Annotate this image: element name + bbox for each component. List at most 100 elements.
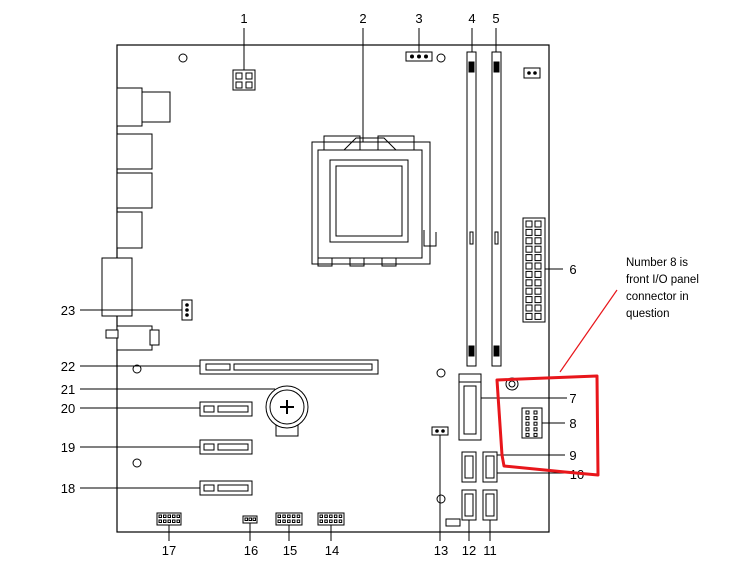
pin — [291, 519, 296, 523]
annotation-line: connector in — [626, 291, 689, 303]
callout-17: 17 — [162, 543, 176, 558]
pin — [525, 416, 530, 421]
annotation-line: front I/O panel — [626, 274, 699, 286]
pin — [534, 296, 542, 304]
pin — [176, 519, 180, 523]
pin — [525, 287, 533, 295]
callout-11: 11 — [483, 543, 497, 558]
pcie-x1-slots — [199, 401, 253, 496]
pcie-x16-slot — [199, 359, 379, 375]
callout-21: 21 — [61, 382, 75, 397]
leader-lines — [80, 28, 567, 541]
atx-power-connector — [522, 217, 546, 323]
annotation-line: Number 8 is — [626, 257, 688, 269]
pin — [163, 519, 167, 523]
bottom-headers — [156, 512, 345, 526]
pin — [167, 514, 171, 518]
pin — [534, 237, 542, 245]
fan-header-top — [405, 51, 433, 62]
annotation-line: question — [626, 308, 670, 320]
pin — [534, 279, 542, 287]
mounting-hole — [132, 364, 142, 374]
pin — [534, 304, 542, 312]
pin — [525, 296, 533, 304]
callout-13: 13 — [434, 543, 448, 558]
pin — [525, 237, 533, 245]
pin — [525, 410, 530, 415]
pin — [525, 254, 533, 262]
pin — [296, 514, 301, 518]
callout-2: 2 — [359, 11, 366, 26]
callout-8: 8 — [569, 416, 576, 431]
pin — [324, 514, 328, 518]
pin — [525, 421, 530, 426]
pin — [244, 517, 248, 521]
annotation-note: Number 8 is front I/O panel connector in… — [626, 255, 706, 323]
pin — [324, 519, 328, 523]
callout-22: 22 — [61, 359, 75, 374]
front-panel-header — [521, 407, 543, 439]
callout-16: 16 — [244, 543, 258, 558]
pin — [252, 517, 256, 521]
pin — [172, 519, 176, 523]
pin — [277, 514, 281, 518]
pin — [282, 514, 286, 518]
fan-header-left — [181, 299, 193, 321]
callout-9: 9 — [569, 448, 576, 463]
pin — [319, 519, 323, 523]
callout-labels: 1 2 3 4 5 6 7 8 9 10 11 12 13 14 15 16 1… — [61, 11, 584, 558]
callout-14: 14 — [325, 543, 339, 558]
pointer-line — [559, 289, 618, 373]
pin — [287, 514, 291, 518]
pin — [534, 312, 542, 320]
pin — [338, 514, 343, 518]
callout-20: 20 — [61, 401, 75, 416]
callout-23: 23 — [61, 303, 75, 318]
pin — [172, 514, 176, 518]
pin — [329, 519, 333, 523]
pin — [525, 245, 533, 253]
pin — [534, 254, 542, 262]
sata-connectors — [461, 451, 498, 521]
memory-slots — [466, 51, 502, 367]
cmos-battery — [265, 385, 309, 437]
pin — [333, 519, 338, 523]
pin — [533, 427, 538, 432]
pin — [534, 220, 542, 228]
pin — [534, 262, 542, 270]
cpu-socket — [311, 135, 437, 267]
callout-3: 3 — [415, 11, 422, 26]
rear-io-ports — [101, 87, 171, 351]
pin — [319, 514, 323, 518]
pin — [282, 519, 286, 523]
mounting-hole — [436, 368, 446, 378]
mounting-hole — [132, 458, 142, 468]
pin — [533, 410, 538, 415]
pin — [533, 416, 538, 421]
pin — [525, 228, 533, 236]
pin — [338, 519, 343, 523]
mini-card-slot — [458, 373, 482, 441]
pin — [525, 432, 530, 437]
callout-1: 1 — [240, 11, 247, 26]
motherboard-outline — [116, 44, 550, 533]
pin — [533, 421, 538, 426]
pin — [525, 312, 533, 320]
pin — [534, 270, 542, 278]
pin — [158, 514, 162, 518]
pin — [248, 517, 252, 521]
pin — [291, 514, 296, 518]
pin — [333, 514, 338, 518]
pin — [296, 519, 301, 523]
callout-15: 15 — [283, 543, 297, 558]
callout-6: 6 — [569, 262, 576, 277]
pin — [167, 519, 171, 523]
pin — [534, 228, 542, 236]
callout-18: 18 — [61, 481, 75, 496]
callout-5: 5 — [492, 11, 499, 26]
mounting-hole — [436, 494, 446, 504]
pin — [525, 220, 533, 228]
callout-12: 12 — [462, 543, 476, 558]
jumper-top-right — [523, 67, 541, 79]
